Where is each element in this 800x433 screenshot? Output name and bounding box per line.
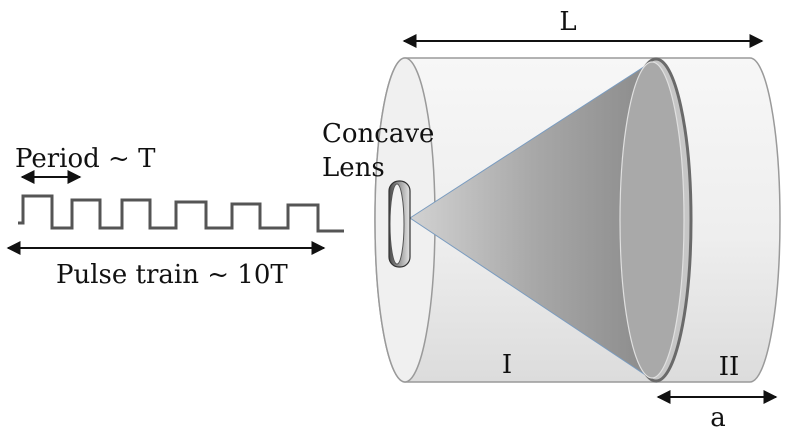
region-one-label: I	[502, 350, 512, 380]
end-mirror-face	[619, 61, 685, 379]
pulse-train-label: Pulse train ~ 10T	[56, 260, 288, 290]
length-label: L	[559, 7, 576, 37]
region-two-label: II	[719, 352, 740, 382]
end-mirror	[619, 57, 693, 383]
concave-lens-face	[389, 183, 405, 265]
concave-label-line2: Lens	[322, 153, 385, 183]
concave-label-line1: Concave	[322, 119, 434, 149]
concave-lens	[388, 180, 411, 268]
gap-label: a	[710, 403, 726, 433]
pulse-train-wave	[18, 194, 344, 233]
period-label: Period ~ T	[15, 144, 156, 174]
